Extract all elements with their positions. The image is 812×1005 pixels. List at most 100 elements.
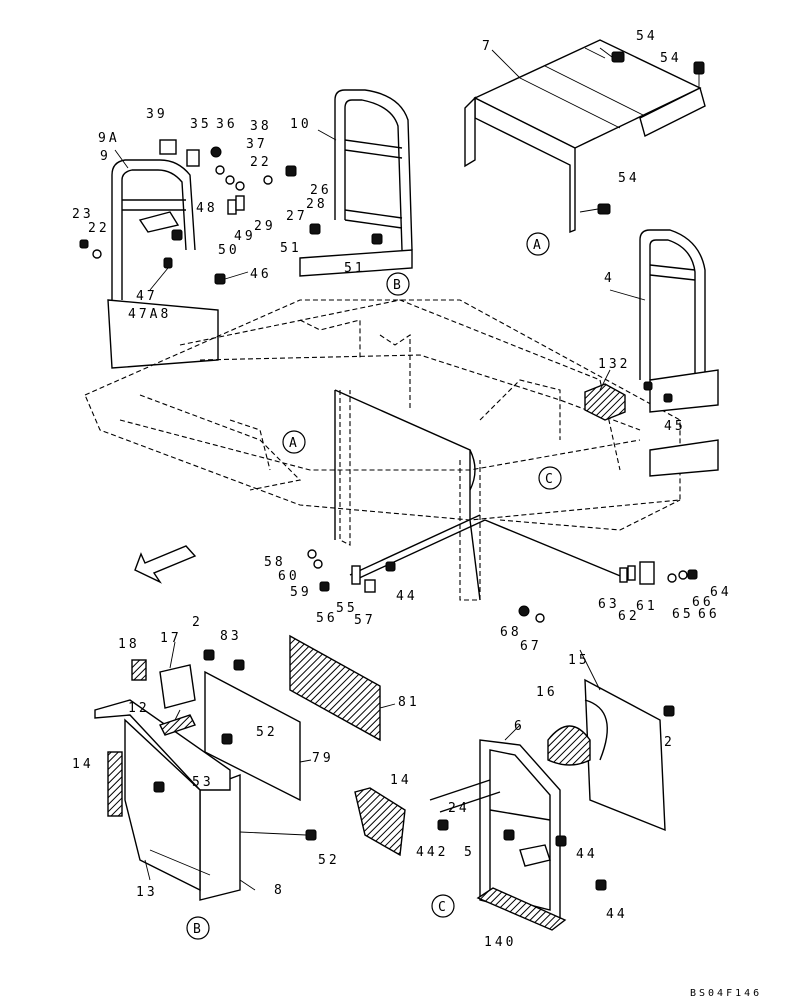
callout-a-frame: A: [282, 430, 306, 454]
mesh-16: [547, 725, 591, 766]
part-label-44: 44: [606, 907, 628, 922]
bolt-54: [579, 47, 705, 215]
part-label-47a8: 47A8: [128, 307, 171, 322]
part-label-59: 59: [290, 585, 312, 600]
callout-c-frame: C: [538, 466, 562, 490]
part-label-49: 49: [234, 229, 256, 244]
part-label-83: 83: [220, 629, 242, 644]
part-label-2: 2: [192, 615, 203, 630]
part-label-35: 35: [190, 117, 212, 132]
handrail-9: [107, 159, 219, 369]
part-label-66: 66: [698, 607, 720, 622]
part-label-14: 14: [390, 773, 412, 788]
part-label-57: 57: [354, 613, 376, 628]
part-label-46: 46: [250, 267, 272, 282]
part-label-53: 53: [192, 775, 214, 790]
callout-label: C: [545, 472, 556, 487]
part-label-79: 79: [312, 751, 334, 766]
part-label-132: 132: [598, 357, 630, 372]
part-label-44: 44: [396, 589, 418, 604]
cover-7: [464, 39, 706, 234]
part-label-50: 50: [218, 243, 240, 258]
part-labels: 7 54 54 54 39 35 36 38 37 22 9A 9 10 26 …: [72, 29, 732, 950]
part-label-10: 10: [290, 117, 312, 132]
part-label-28: 28: [306, 197, 328, 212]
part-label-39: 39: [146, 107, 168, 122]
callout-c-bottom: C: [431, 894, 455, 918]
part-label-5: 5: [464, 845, 475, 860]
seal-12: [159, 714, 196, 736]
callout-label: B: [193, 922, 204, 937]
part-label-22: 22: [88, 221, 110, 236]
part-label-17: 17: [160, 631, 182, 646]
part-label-36: 36: [216, 117, 238, 132]
part-label-18: 18: [118, 637, 140, 652]
part-label-140: 140: [484, 935, 516, 950]
callout-label: A: [289, 436, 300, 451]
handrail-10: [299, 89, 413, 277]
part-label-54: 54: [636, 29, 658, 44]
part-label-26: 26: [310, 183, 332, 198]
part-label-65: 65: [672, 607, 694, 622]
part-label-16: 16: [536, 685, 558, 700]
part-label-67: 67: [520, 639, 542, 654]
part-label-27: 27: [286, 209, 308, 224]
part-label-8: 8: [274, 883, 285, 898]
part-label-81: 81: [398, 695, 420, 710]
step-140: [476, 887, 567, 931]
part-label-15: 15: [568, 653, 590, 668]
pad-132: [584, 383, 626, 421]
part-label-68: 68: [500, 625, 522, 640]
part-label-37: 37: [246, 137, 268, 152]
frame-6: [429, 739, 561, 921]
part-label-52: 52: [256, 725, 278, 740]
part-label-51: 51: [280, 241, 302, 256]
drawing-code: BS04F146: [690, 988, 762, 999]
part-label-48: 48: [196, 201, 218, 216]
strip-14-left: [107, 751, 123, 817]
filter-81: [289, 634, 381, 742]
part-label-442: 442: [416, 845, 448, 860]
part-label-44: 44: [576, 847, 598, 862]
part-label-52: 52: [318, 853, 340, 868]
part-label-61: 61: [636, 599, 658, 614]
part-label-56: 56: [316, 611, 338, 626]
main-frame: [84, 299, 681, 601]
part-label-54: 54: [618, 171, 640, 186]
part-label-22: 22: [250, 155, 272, 170]
part-label-45: 45: [664, 419, 686, 434]
small-parts-top-left: [79, 139, 383, 291]
shaft-and-fasteners: [307, 514, 698, 623]
bottom-right-bolts: [437, 705, 675, 891]
callout-b-frame: B: [386, 272, 410, 296]
callout-b-bottom: B: [186, 916, 210, 940]
part-label-29: 29: [254, 219, 276, 234]
callout-label: A: [533, 238, 544, 253]
front-direction-arrow: [134, 545, 197, 584]
part-label-63: 63: [598, 597, 620, 612]
pad-14-right: [354, 787, 406, 857]
part-label-7: 7: [482, 39, 493, 54]
part-label-14: 14: [72, 757, 94, 772]
part-label-38: 38: [250, 119, 272, 134]
part-label-9a: 9A: [98, 131, 120, 146]
part-label-47: 47: [136, 289, 158, 304]
bracket-4: [639, 229, 719, 477]
part-label-64: 64: [710, 585, 732, 600]
cover-79: [204, 670, 301, 802]
part-label-24: 24: [448, 801, 470, 816]
part-label-23: 23: [72, 207, 94, 222]
panel-8: [94, 699, 241, 901]
part-label-51: 51: [344, 261, 366, 276]
part-label-60: 60: [278, 569, 300, 584]
callout-label: C: [438, 900, 449, 915]
part-label-9: 9: [100, 149, 111, 164]
part-label-13: 13: [136, 885, 158, 900]
part-label-4: 4: [604, 271, 615, 286]
block-18: [131, 659, 147, 681]
part-label-2: 2: [664, 735, 675, 750]
part-label-12: 12: [128, 701, 150, 716]
part-label-66: 66: [692, 595, 714, 610]
callout-a-top: A: [526, 232, 550, 256]
